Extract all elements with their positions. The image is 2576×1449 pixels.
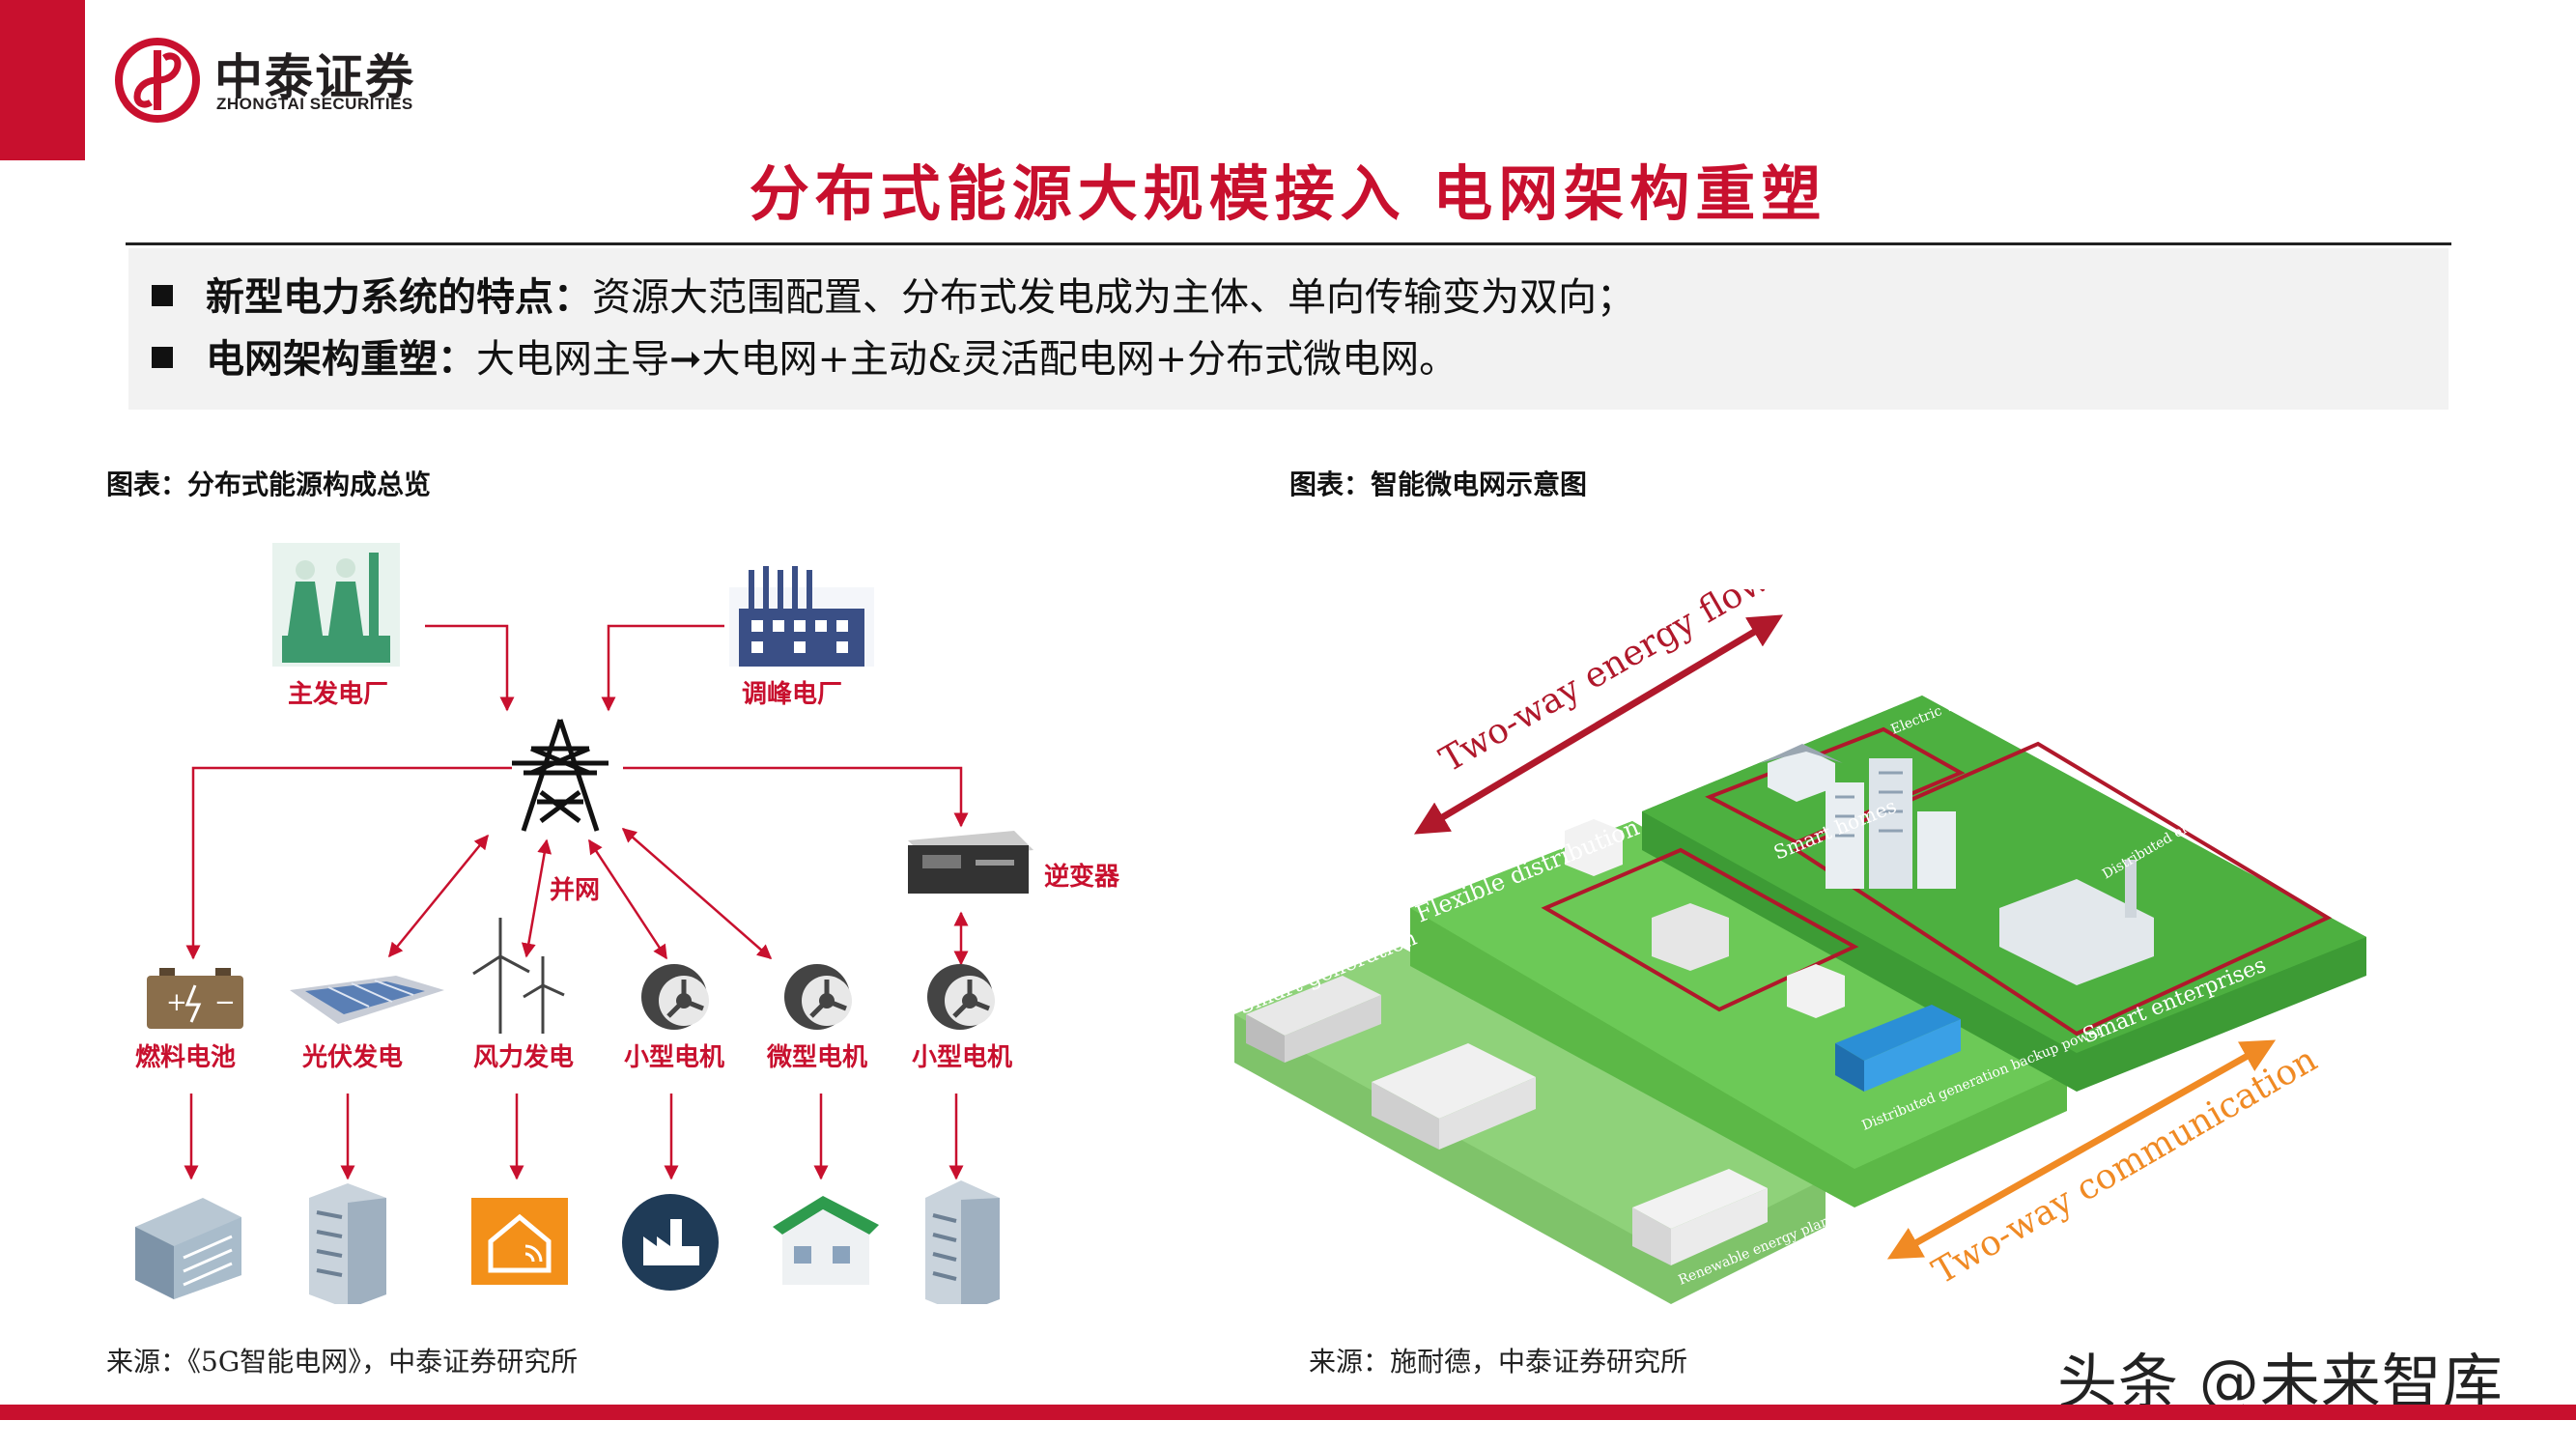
distributed-energy-diagram: 主发电厂 调峰电厂 并网 [135, 543, 1120, 1304]
bottom-accent-bar [0, 1405, 2576, 1420]
logo-english-name: ZHONGTAI SECURITIES [216, 95, 413, 113]
main-plant-label: 主发电厂 [288, 679, 388, 709]
arrow-peak-plant-to-tower [601, 624, 724, 712]
svg-text:−: − [214, 988, 236, 1017]
small-generator-2-icon [927, 964, 995, 1030]
arrow-tower-to-inverter [623, 766, 969, 828]
bullet-2-heading: 电网架构重塑： [206, 336, 476, 382]
wind-turbine-icon [472, 918, 565, 1034]
arrow-tower-wind [521, 838, 552, 958]
transmission-tower-icon [512, 719, 609, 832]
grid-connect-label: 并网 [550, 875, 600, 905]
page-title: 分布式能源大规模接入 电网架构重塑 [749, 158, 1827, 229]
generation-units-icon [1246, 976, 1381, 1063]
logo-mark-icon [115, 38, 200, 123]
bullet-square-icon [152, 285, 173, 306]
micro-generator-icon [784, 964, 852, 1030]
power-plant-icon [1372, 1043, 1536, 1150]
bullet-1-heading: 新型电力系统的特点： [206, 274, 592, 320]
small-generator-icon [641, 964, 709, 1030]
title-divider [126, 242, 2451, 245]
office-building-icon [135, 1198, 241, 1299]
factory-enterprise-icon [1999, 860, 2154, 985]
house-icon [773, 1196, 879, 1285]
right-figure-source: 来源：施耐德，中泰证券研究所 [1309, 1346, 1688, 1378]
logo-chinese-name: 中泰证券 [214, 49, 415, 105]
micro-gen-label: 微型电机 [766, 1042, 867, 1072]
two-way-communication-arrow [1886, 1039, 2277, 1260]
summary-bullet-2: 电网架构重塑：大电网主导➞大电网+主动&灵活配电网+分布式微电网。 [152, 327, 1458, 384]
small-gen-2-label: 小型电机 [912, 1043, 1012, 1072]
small-gen-1-label: 小型电机 [624, 1043, 724, 1072]
arrow-tower-solar [388, 834, 489, 958]
apartment-building-icon [309, 1183, 386, 1304]
company-logo: 中泰证券 ZHONGTAI SECURITIES [114, 37, 462, 129]
two-way-energy-arrow [1413, 614, 1784, 835]
factory-icon [622, 1194, 719, 1291]
fuel-cell-icon: + − [147, 968, 243, 1029]
distribution-loop [1541, 847, 1859, 1012]
smart-microgrid-diagram: Two-way energy flow Two-way communicatio… [1234, 589, 2366, 1304]
city-buildings-icon [1826, 758, 1956, 889]
solar-panel-icon [290, 976, 444, 1024]
corner-accent-bar [0, 0, 85, 160]
enterprise-loop [1792, 741, 2333, 1037]
main-power-plant-icon [272, 543, 400, 667]
residential-tower-icon [925, 1180, 1000, 1304]
left-figure-caption: 图表：分布式能源构成总览 [106, 469, 432, 500]
right-figure-caption: 图表：智能微电网示意图 [1289, 469, 1588, 500]
bullet-2-text: 大电网主导➞大电网+主动&灵活配电网+分布式微电网。 [476, 337, 1458, 382]
arrow-tower-to-fuel-cell [185, 766, 512, 960]
summary-box: 新型电力系统的特点：资源大范围配置、分布式发电成为主体、单向传输变为双向； 电网… [128, 248, 2449, 410]
arrow-tower-micro-gen [621, 828, 773, 959]
solar-label: 光伏发电 [301, 1042, 403, 1072]
fuel-cell-label: 燃料电池 [135, 1043, 236, 1072]
peak-plant-icon [729, 566, 874, 667]
summary-bullet-1: 新型电力系统的特点：资源大范围配置、分布式发电成为主体、单向传输变为双向； [152, 266, 1635, 322]
peak-plant-label: 调峰电厂 [742, 680, 842, 709]
arrow-main-plant-to-tower [425, 624, 515, 712]
inverter-label: 逆变器 [1044, 862, 1120, 892]
bullet-square-icon [152, 347, 173, 368]
inverter-icon [908, 831, 1033, 894]
wind-label: 风力发电 [473, 1042, 574, 1072]
left-figure-source: 来源：《5G智能电网》，中泰证券研究所 [106, 1346, 579, 1378]
renewable-plants-icon [1632, 1169, 1768, 1265]
smart-home-icon [471, 1198, 568, 1285]
smart-homes-icon [1760, 744, 1843, 802]
svg-text:+: + [166, 988, 187, 1017]
bullet-1-text: 资源大范围配置、分布式发电成为主体、单向传输变为双向； [592, 275, 1635, 320]
